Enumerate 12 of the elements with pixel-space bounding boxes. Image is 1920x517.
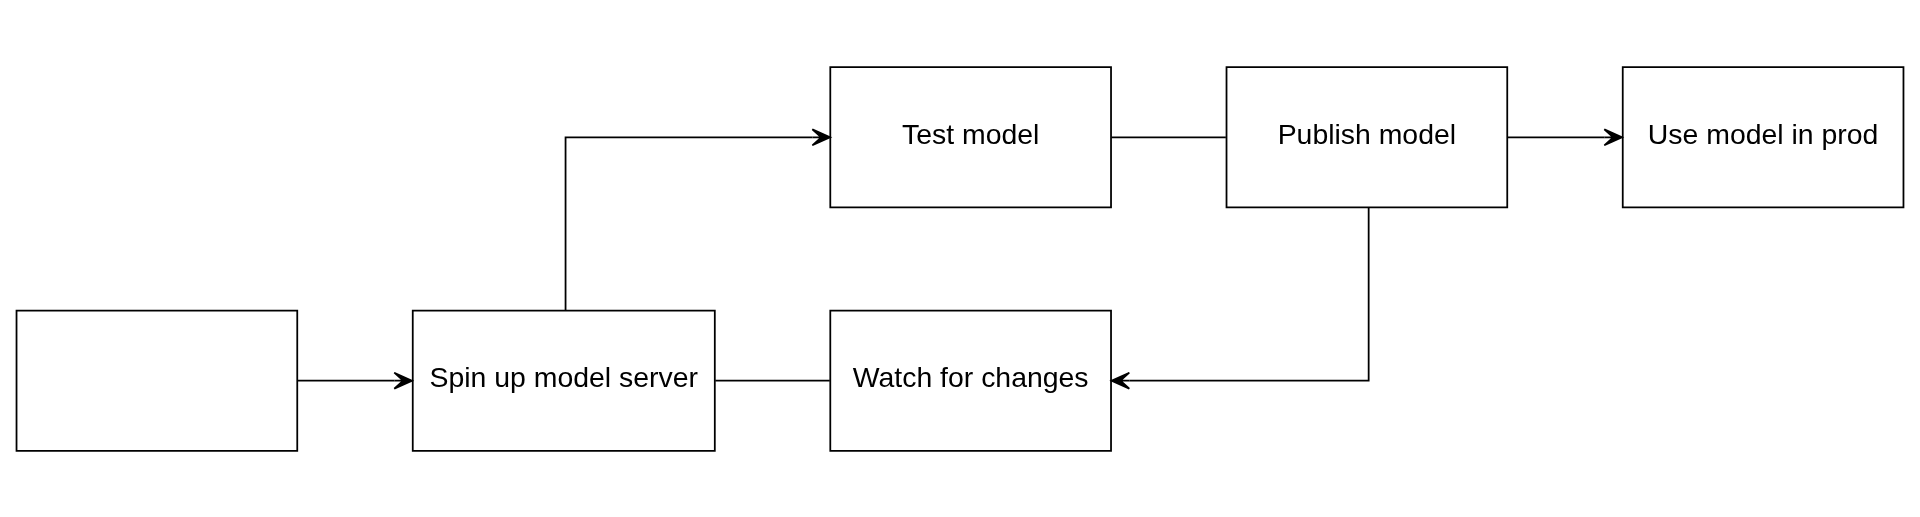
- connector: [714, 379, 831, 382]
- node-box: Publish model: [1225, 65, 1509, 208]
- node-box: Use model in prod: [1621, 65, 1905, 208]
- arrow: [296, 371, 413, 390]
- arrow: [1506, 127, 1623, 146]
- arrow: [1110, 206, 1370, 390]
- node-box: Spin up model server: [411, 309, 716, 452]
- node-box: Test model: [829, 65, 1112, 208]
- node-box: [15, 309, 299, 452]
- node-box: Watch for changes: [829, 309, 1112, 452]
- connector: [1110, 135, 1227, 138]
- arrow: [564, 127, 831, 311]
